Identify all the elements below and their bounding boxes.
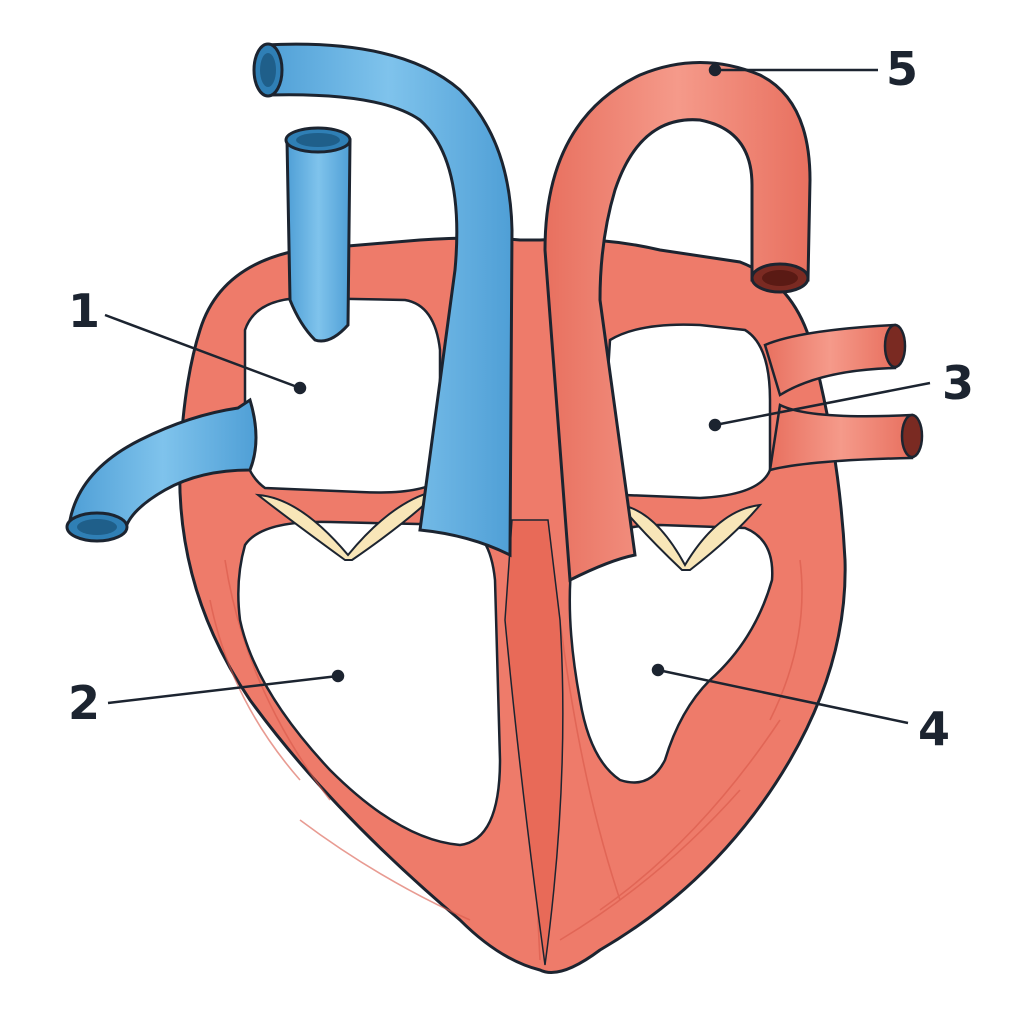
pulmonary-vein-lower-opening <box>900 413 924 459</box>
superior-vena-cava-inner <box>296 133 340 147</box>
inferior-vena-cava-inner <box>77 519 117 535</box>
leader-dot-3 <box>708 418 722 432</box>
leader-line-4 <box>657 668 909 725</box>
pulmonary-artery <box>263 42 514 558</box>
left-atrium-chamber <box>603 323 772 500</box>
superior-vena-cava <box>285 138 352 343</box>
leader-dot-1 <box>293 381 307 395</box>
label-5: 5 <box>886 42 919 96</box>
leader-line-1 <box>104 313 301 390</box>
mitral-valve <box>617 503 763 571</box>
septum <box>504 519 564 966</box>
label-4: 4 <box>918 702 951 756</box>
leader-line-2 <box>107 674 339 705</box>
pulmonary-artery-inner <box>260 53 276 87</box>
inferior-vena-cava <box>68 397 258 532</box>
label-3: 3 <box>942 356 975 410</box>
leader-line-3 <box>714 381 931 427</box>
leader-dot-2 <box>331 669 345 683</box>
left-ventricle-chamber <box>568 523 774 784</box>
aorta-vessel <box>543 61 812 583</box>
label-1: 1 <box>68 284 101 338</box>
label-2: 2 <box>68 676 101 730</box>
pulmonary-vein-upper-opening <box>883 323 907 369</box>
leader-dot-4 <box>651 663 665 677</box>
leader-dot-5 <box>708 63 722 77</box>
aorta-opening-rim <box>762 270 798 286</box>
leader-lines <box>104 63 931 725</box>
pulmonary-vein-lower <box>768 403 914 472</box>
